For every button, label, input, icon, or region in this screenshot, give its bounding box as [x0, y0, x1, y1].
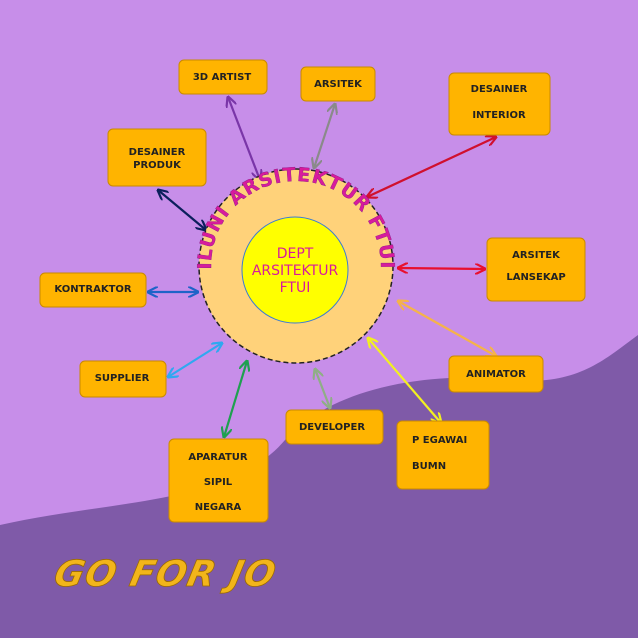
node-box: [448, 355, 544, 393]
center-line-3: FTUI: [280, 280, 311, 296]
node-label: BUMN: [412, 461, 446, 472]
node-label: DESAINER: [471, 84, 528, 95]
node-box: [39, 272, 147, 308]
node-label: ANIMATOR: [466, 369, 526, 380]
node-box: [168, 438, 269, 523]
arrow-3d-artist: [228, 97, 260, 180]
connector-arrows: [148, 97, 496, 437]
arrow-animator: [398, 301, 496, 356]
node-box: [300, 66, 376, 102]
slogan: GO FOR JO: [51, 552, 281, 595]
node-box: [396, 420, 490, 490]
node-box: [178, 59, 268, 95]
node-box: [486, 237, 586, 302]
node-desainer-interior: DESAINER INTERIOR: [448, 72, 551, 136]
node-3d-artist: 3D ARTIST: [178, 59, 268, 95]
arrow-desainer-interior: [367, 137, 496, 197]
node-animator: ANIMATOR: [448, 355, 544, 393]
node-box: [107, 128, 207, 187]
node-label: APARATUR: [188, 452, 247, 463]
node-aparatur-sipil-negara: APARATUR SIPIL NEGARA: [168, 438, 269, 523]
arrow-desainer-produk: [158, 190, 206, 230]
node-box: [79, 360, 167, 398]
node-developer: DEVELOPER: [285, 409, 384, 445]
arrow-aparatur-sipil-negara: [224, 361, 247, 437]
arrow-arsitek: [314, 104, 335, 168]
node-box: [448, 72, 551, 136]
node-box: [285, 409, 384, 445]
node-label: ARSITEK: [512, 250, 561, 261]
node-label: ARSITEK: [314, 79, 363, 90]
node-arsitek-lansekap: ARSITEK LANSEKAP: [486, 237, 586, 302]
node-label: INTERIOR: [472, 110, 526, 121]
node-label: KONTRAKTOR: [54, 284, 132, 295]
arrow-arsitek-lansekap: [398, 268, 485, 269]
node-label: P EGAWAI: [412, 435, 467, 446]
center-line-2: ARSITEKTUR: [252, 263, 339, 279]
bottom-wave: [0, 335, 638, 638]
node-label: LANSEKAP: [506, 272, 565, 283]
node-supplier: SUPPLIER: [79, 360, 167, 398]
center-line-1: DEPT: [277, 246, 314, 262]
arrow-pegawai-bumn: [368, 338, 441, 423]
arrow-supplier: [168, 343, 222, 377]
node-label: DEVELOPER: [299, 422, 365, 433]
node-desainer-produk: DESAINER PRODUK: [107, 128, 207, 187]
node-label: DESAINER: [129, 147, 186, 158]
node-label: 3D ARTIST: [193, 72, 251, 83]
node-arsitek: ARSITEK: [300, 66, 376, 102]
node-label: PRODUK: [133, 160, 182, 171]
arrow-developer: [315, 369, 330, 408]
node-label: SIPIL: [204, 477, 233, 488]
node-label: NEGARA: [195, 502, 242, 513]
node-pegawai-bumn: P EGAWAI BUMN: [396, 420, 490, 490]
node-label: SUPPLIER: [95, 373, 150, 384]
inner-circle: [241, 216, 349, 324]
node-kontraktor: KONTRAKTOR: [39, 272, 147, 308]
